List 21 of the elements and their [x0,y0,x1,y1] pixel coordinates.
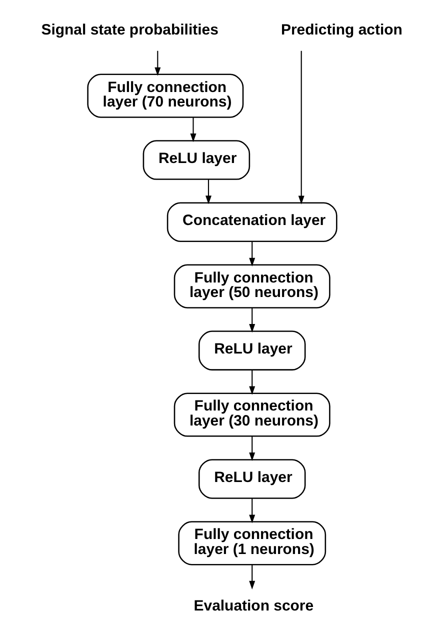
node-box: ReLU layer [198,330,306,370]
node-box: Concatenation layer [166,202,338,242]
arrow [154,50,161,76]
arrow [249,498,256,524]
arrow [298,50,304,204]
node-box: Fully connection layer (70 neurons) [87,74,244,118]
node-box: Fully connection layer (1 neurons) [178,521,326,566]
node-text: Predicting action [281,21,402,38]
node-box: Fully connection layer (30 neurons) [174,392,330,437]
node-box: ReLU layer [142,140,250,180]
arrow [249,564,256,590]
node-box: Fully connection layer (50 neurons) [174,264,330,308]
arrow [206,179,212,204]
node-text: Signal state probabilities [41,21,218,38]
arrow [249,241,256,266]
node-box: ReLU layer [198,459,306,499]
node-text: Evaluation score [194,597,314,614]
arrow [249,436,256,462]
arrow [249,308,256,333]
arrow [249,370,256,395]
arrow [190,118,196,142]
